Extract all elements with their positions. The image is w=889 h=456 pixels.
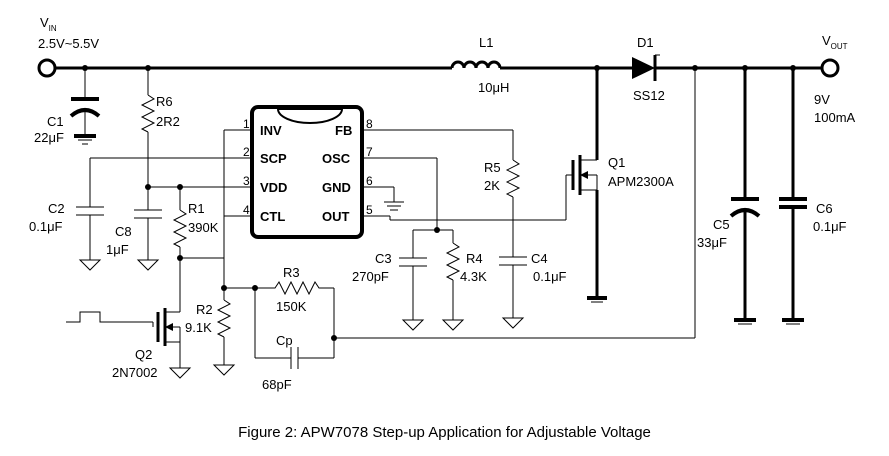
r4-ref: R4 (466, 251, 483, 266)
c5-value: 33μF (697, 235, 727, 250)
resistor-r3 (255, 280, 334, 296)
r3-ref: R3 (283, 265, 300, 280)
ic-pin1-num: 1 (243, 117, 250, 131)
capacitor-c4 (499, 256, 527, 329)
r6-ref: R6 (156, 94, 173, 109)
capacitor-c6 (779, 68, 807, 325)
l1-ref: L1 (479, 35, 493, 50)
c2-ref: C2 (48, 201, 65, 216)
ground-symbol (384, 187, 404, 211)
resistor-r1 (172, 187, 188, 306)
c8-value: 1μF (106, 242, 129, 257)
resistor-r2 (212, 288, 236, 376)
r5-ref: R5 (484, 160, 501, 175)
c3-ref: C3 (375, 251, 392, 266)
c8-ref: C8 (115, 224, 132, 239)
d1-value: SS12 (633, 88, 665, 103)
c1-value: 22μF (34, 130, 64, 145)
ic-pin5-num: 5 (366, 203, 373, 217)
capacitor-c2 (76, 158, 104, 271)
c2-value: 0.1μF (29, 219, 63, 234)
ic-pin6-num: 6 (366, 174, 373, 188)
r1-ref: R1 (188, 201, 205, 216)
capacitor-c8 (134, 187, 162, 271)
capacitor-c3 (399, 230, 427, 331)
vout-current: 100mA (814, 110, 856, 125)
c3-value: 270pF (352, 269, 389, 284)
r2-ref: R2 (196, 302, 213, 317)
vout-label: VOUT (822, 33, 848, 51)
ic-pin7-num: 7 (366, 145, 373, 159)
input-terminal (37, 58, 57, 78)
mosfet-q1 (565, 68, 607, 303)
r5-value: 2K (484, 178, 500, 193)
c5-ref: C5 (713, 217, 730, 232)
cp-value: 68pF (262, 377, 292, 392)
resistor-r5 (505, 130, 521, 257)
r4-value: 4.3K (460, 269, 487, 284)
vin-label: VIN (40, 15, 57, 33)
c4-ref: C4 (531, 251, 548, 266)
vin-range-label: 2.5V~5.5V (38, 36, 99, 51)
figure-caption: Figure 2: APW7078 Step-up Application fo… (238, 424, 651, 441)
capacitor-c5 (729, 68, 761, 325)
inductor-l1 (450, 60, 502, 69)
c4-value: 0.1μF (533, 269, 567, 284)
r2-value: 9.1K (185, 320, 212, 335)
capacitor-cp (254, 288, 334, 369)
ic-pin4-num: 4 (243, 203, 250, 217)
ic-pin8-num: 8 (366, 117, 373, 131)
r3-value: 150K (276, 299, 307, 314)
ic-pin3-num: 3 (243, 174, 250, 188)
ic-pin8-name: FB (335, 123, 352, 138)
ic-pin6-name: GND (322, 180, 351, 195)
r6-value: 2R2 (156, 114, 180, 129)
output-terminal (820, 58, 840, 78)
l1-value: 10μH (478, 80, 509, 95)
ic-pin2-num: 2 (243, 145, 250, 159)
resistor-r4 (441, 230, 465, 331)
q2-ref: Q2 (135, 347, 152, 362)
q1-ref: Q1 (608, 155, 625, 170)
r1-value: 390K (188, 220, 219, 235)
q1-value: APM2300A (608, 174, 674, 189)
ic-pin2-name: SCP (260, 151, 287, 166)
c6-ref: C6 (816, 201, 833, 216)
d1-ref: D1 (637, 35, 654, 50)
c1-ref: C1 (47, 114, 64, 129)
resistor-r6 (140, 68, 156, 187)
pulse-input (66, 311, 153, 323)
cp-ref: Cp (276, 333, 293, 348)
q2-value: 2N7002 (112, 365, 158, 380)
ic-pin4-name: CTL (260, 209, 285, 224)
ic-pin1-name: INV (260, 123, 282, 138)
capacitor-c1 (69, 68, 101, 145)
c6-value: 0.1μF (813, 219, 847, 234)
ic-pin3-name: VDD (260, 180, 287, 195)
ic-apw7078 (250, 105, 364, 239)
vout-voltage: 9V (814, 92, 830, 107)
mosfet-q2 (152, 306, 192, 379)
ic-pin7-name: OSC (322, 151, 351, 166)
ic-pin5-name: OUT (322, 209, 350, 224)
